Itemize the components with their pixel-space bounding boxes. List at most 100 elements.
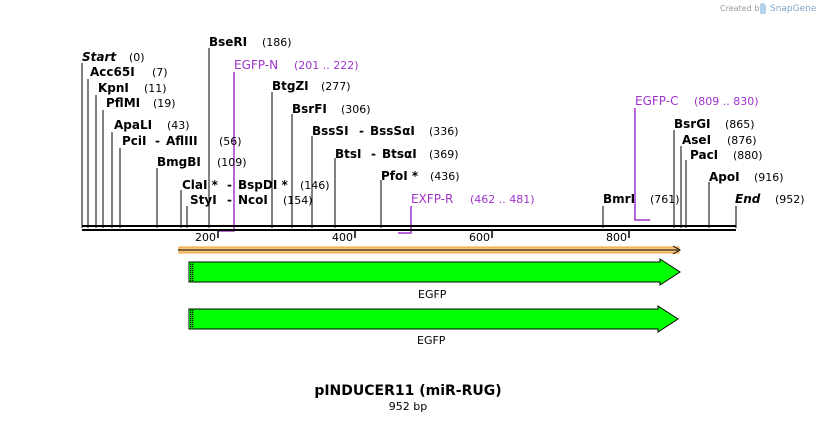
enzyme-start[interactable]: Start (0): [82, 50, 145, 64]
ruler-tick-400: 400: [332, 231, 356, 244]
enzyme-pos: (154): [283, 194, 313, 207]
primer-leader-exfp-r: [398, 206, 412, 234]
enzyme-pcii-afliii[interactable]: PciI - AflIII (56): [122, 134, 242, 148]
tick-label: 800: [606, 231, 627, 244]
enzyme-name: PflMI: [106, 96, 140, 110]
enzyme-pos: (146): [300, 179, 330, 192]
enzyme-pos: (876): [727, 134, 757, 147]
enzyme-bsrfi[interactable]: BsrFI (306): [292, 102, 371, 116]
enzyme-acc65i[interactable]: Acc65I (7): [90, 65, 168, 79]
backbone-bottom-strand: [82, 229, 736, 231]
primer-name: EGFP-N: [234, 58, 278, 72]
enzyme-btgzi[interactable]: BtgZI (277): [272, 79, 351, 93]
enzyme-styi-ncoi[interactable]: StyI - NcoI (154): [190, 193, 313, 207]
primer-leader-egfp-n: [219, 72, 235, 232]
enzyme-name: BsrFI: [292, 102, 327, 116]
enzyme-name: ApoI: [709, 170, 740, 184]
enzyme-pos: (761): [650, 193, 680, 206]
feature-egfp-2[interactable]: EGFP: [188, 305, 679, 347]
enzyme-name: Acc65I: [90, 65, 135, 79]
enzyme-btsi[interactable]: BtsI - BtsαI (369): [335, 147, 459, 161]
ruler: 200 400 600 800: [195, 231, 630, 244]
enzyme-name: KpnI: [98, 81, 129, 95]
enzyme-name: BmgBI: [157, 155, 201, 169]
enzyme-name-alt: BssSαI: [370, 124, 415, 138]
enzyme-name: BtsI: [335, 147, 362, 161]
primer-leader-egfp-c: [634, 108, 650, 221]
snapgene-logo-icon: [760, 3, 766, 14]
enzyme-pos: (19): [153, 97, 176, 110]
enzyme-apali[interactable]: ApaLI (43): [114, 118, 190, 132]
ruler-tick-800: 800: [606, 231, 630, 244]
map-title-block: pINDUCER11 (miR-RUG) 952 bp: [314, 383, 501, 413]
feature-start-hatch: [189, 310, 194, 328]
backbone: [82, 225, 736, 231]
enzyme-pos: (916): [754, 171, 784, 184]
enzyme-name: BssSI: [312, 124, 349, 138]
primer-name: EGFP-C: [635, 94, 678, 108]
enzyme-separator: -: [359, 124, 364, 138]
enzyme-bseri[interactable]: BseRI (186): [209, 35, 292, 49]
primer-egfp-c[interactable]: EGFP-C (809 .. 830): [635, 94, 759, 108]
enzyme-asei[interactable]: AseI (876): [682, 133, 757, 147]
enzyme-separator: -: [155, 134, 160, 148]
enzyme-bsssi[interactable]: BssSI - BssSαI (336): [312, 124, 459, 138]
enzyme-name: BmrI: [603, 192, 635, 206]
tick-label: 600: [469, 231, 490, 244]
credit-prefix: Created by: [720, 4, 764, 13]
enzyme-name: BseRI: [209, 35, 247, 49]
enzyme-pos: (336): [429, 125, 459, 138]
primer-labels: EGFP-N (201 .. 222) EXFP-R (462 .. 481) …: [234, 58, 759, 206]
tick-label: 400: [332, 231, 353, 244]
backbone-top-strand: [82, 225, 736, 227]
enzyme-name: PfoI *: [381, 169, 419, 183]
tick-label: 200: [195, 231, 216, 244]
primer-name: EXFP-R: [411, 192, 453, 206]
feature-egfp-1[interactable]: EGFP: [188, 258, 681, 301]
enzyme-kpni[interactable]: KpnI (11): [98, 81, 167, 95]
leader-lines: [81, 48, 737, 228]
primer-exfp-r[interactable]: EXFP-R (462 .. 481): [411, 192, 535, 206]
credit-brand: SnapGene: [770, 4, 817, 14]
enzyme-name: AseI: [682, 133, 711, 147]
enzyme-apoi[interactable]: ApoI (916): [709, 170, 784, 184]
enzyme-pos: (56): [219, 135, 242, 148]
enzyme-pos: (865): [725, 118, 755, 131]
enzyme-pos: (880): [733, 149, 763, 162]
enzyme-pos: (186): [262, 36, 292, 49]
enzyme-bsrgi[interactable]: BsrGI (865): [674, 117, 755, 131]
enzyme-pos: (277): [321, 80, 351, 93]
feature-start-hatch: [189, 263, 194, 281]
enzyme-pfoi[interactable]: PfoI * (436): [381, 169, 460, 183]
enzyme-labels: Start (0) Acc65I (7) KpnI (11) PflMI (19…: [82, 35, 805, 207]
enzyme-name: PciI: [122, 134, 147, 148]
enzyme-clai-bspdi[interactable]: ClaI * - BspDI * (146): [182, 178, 330, 192]
enzyme-separator: -: [227, 178, 232, 192]
enzyme-bmri[interactable]: BmrI (761): [603, 192, 680, 206]
enzyme-separator: -: [371, 147, 376, 161]
enzyme-name: PacI: [690, 148, 718, 162]
primer-egfp-n[interactable]: EGFP-N (201 .. 222): [234, 58, 359, 72]
enzyme-paci[interactable]: PacI (880): [690, 148, 763, 162]
ruler-tick-200: 200: [195, 231, 219, 244]
orf-arrow[interactable]: [178, 245, 682, 255]
enzyme-name: ClaI *: [182, 178, 219, 192]
enzyme-pos: (7): [152, 66, 168, 79]
enzyme-name: BsrGI: [674, 117, 711, 131]
map-title: pINDUCER11 (miR-RUG): [314, 383, 501, 399]
map-length: 952 bp: [389, 400, 427, 413]
feature-label: EGFP: [418, 288, 447, 301]
enzyme-name: StyI: [190, 193, 217, 207]
enzyme-bmgbi[interactable]: BmgBI (109): [157, 155, 247, 169]
enzyme-pos: (306): [341, 103, 371, 116]
enzyme-name: Start: [82, 50, 117, 64]
primer-range: (201 .. 222): [294, 59, 359, 72]
enzyme-end[interactable]: End (952): [735, 192, 805, 206]
enzyme-separator: -: [227, 193, 232, 207]
enzyme-name-alt: NcoI: [238, 193, 268, 207]
enzyme-name-alt: BspDI *: [238, 178, 288, 192]
enzyme-pflmi[interactable]: PflMI (19): [106, 96, 176, 110]
enzyme-name: ApaLI: [114, 118, 152, 132]
enzyme-pos: (43): [167, 119, 190, 132]
enzyme-pos: (11): [144, 82, 167, 95]
